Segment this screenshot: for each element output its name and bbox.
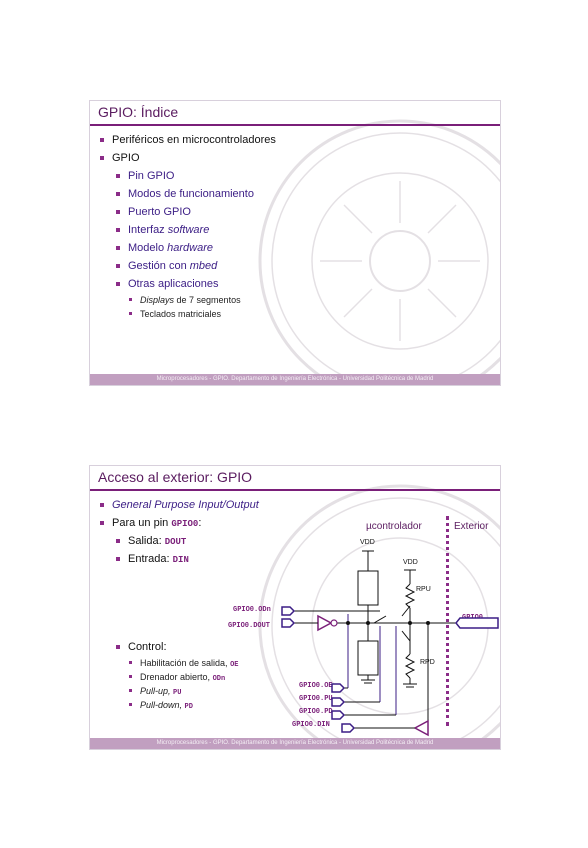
signal-dout-label: GPIO0.DOUT — [228, 622, 271, 630]
slide-footer: Microprocesadores - GPIO. Departamento d… — [90, 374, 500, 385]
list-item: Pull-down, PD — [98, 698, 238, 712]
signal-pd-label: GPIO0.PD — [299, 708, 333, 716]
control-list: Control: Habilitación de salida, OE Dren… — [98, 638, 238, 712]
list-item: Control: — [98, 638, 238, 656]
bullet-icon — [100, 503, 104, 507]
bullet-icon — [129, 661, 132, 664]
bullet-icon — [100, 521, 104, 525]
slide-title: Acceso al exterior: GPIO — [90, 466, 500, 491]
slide-gpio-access: Acceso al exterior: GPIO General Purpose… — [89, 465, 501, 750]
bullet-icon — [116, 210, 120, 214]
gpio-list: General Purpose Input/Output Para un pin… — [98, 496, 259, 568]
list-item: Interfaz software — [98, 221, 276, 239]
boundary-line — [446, 516, 449, 726]
bullet-icon — [100, 138, 104, 142]
list-item: Drenador abierto, ODn — [98, 670, 238, 684]
bullet-icon — [100, 156, 104, 160]
list-item: Pin GPIO — [98, 167, 276, 185]
rpd-label: RPD — [420, 659, 435, 666]
slide-footer: Microprocesadores - GPIO. Departamento d… — [90, 738, 500, 749]
list-item: Habilitación de salida, OE — [98, 656, 238, 670]
bullet-icon — [129, 298, 132, 301]
index-list: Periféricos en microcontroladores GPIO P… — [98, 131, 276, 321]
list-item: Modos de funcionamiento — [98, 185, 276, 203]
list-item: Salida: DOUT — [98, 532, 259, 550]
list-item: Teclados matriciales — [98, 307, 276, 321]
signal-oe-label: GPIO0.OE — [299, 682, 333, 690]
list-item: General Purpose Input/Output — [98, 496, 259, 514]
bullet-icon — [129, 675, 132, 678]
bullet-icon — [129, 703, 132, 706]
bullet-icon — [116, 645, 120, 649]
list-item: Gestión con mbed — [98, 257, 276, 275]
bullet-icon — [116, 192, 120, 196]
bullet-icon — [116, 228, 120, 232]
slide-gpio-index: GPIO: Índice Periféricos en microcontrol… — [89, 100, 501, 386]
signal-odn-label: GPIO0.ODn — [233, 606, 271, 614]
bullet-icon — [116, 539, 120, 543]
slide-title: GPIO: Índice — [90, 101, 500, 126]
bullet-icon — [129, 312, 132, 315]
signal-din-label: GPIO0.DIN — [292, 721, 330, 729]
microcontroller-label: µcontrolador — [366, 521, 422, 532]
list-item: Otras aplicaciones — [98, 275, 276, 293]
bullet-icon — [116, 282, 120, 286]
list-item: Entrada: DIN — [98, 550, 259, 568]
list-item: Displays de 7 segmentos — [98, 293, 276, 307]
list-item: Pull-up, PU — [98, 684, 238, 698]
list-item: Puerto GPIO — [98, 203, 276, 221]
bullet-icon — [116, 557, 120, 561]
university-seal-watermark — [258, 119, 500, 385]
bullet-icon — [116, 174, 120, 178]
signal-pu-label: GPIO0.PU — [299, 695, 333, 703]
bullet-icon — [129, 689, 132, 692]
vdd-label: VDD — [360, 539, 375, 546]
rpu-label: RPU — [416, 586, 431, 593]
bullet-icon — [116, 264, 120, 268]
list-item: Periféricos en microcontroladores — [98, 131, 276, 149]
list-item: Para un pin GPIO0: — [98, 514, 259, 532]
vdd-label: VDD — [403, 559, 418, 566]
exterior-label: Exterior — [454, 521, 489, 532]
bullet-icon — [116, 246, 120, 250]
list-item: GPIO — [98, 149, 276, 167]
gpio-circuit-diagram — [281, 550, 499, 737]
list-item: Modelo hardware — [98, 239, 276, 257]
